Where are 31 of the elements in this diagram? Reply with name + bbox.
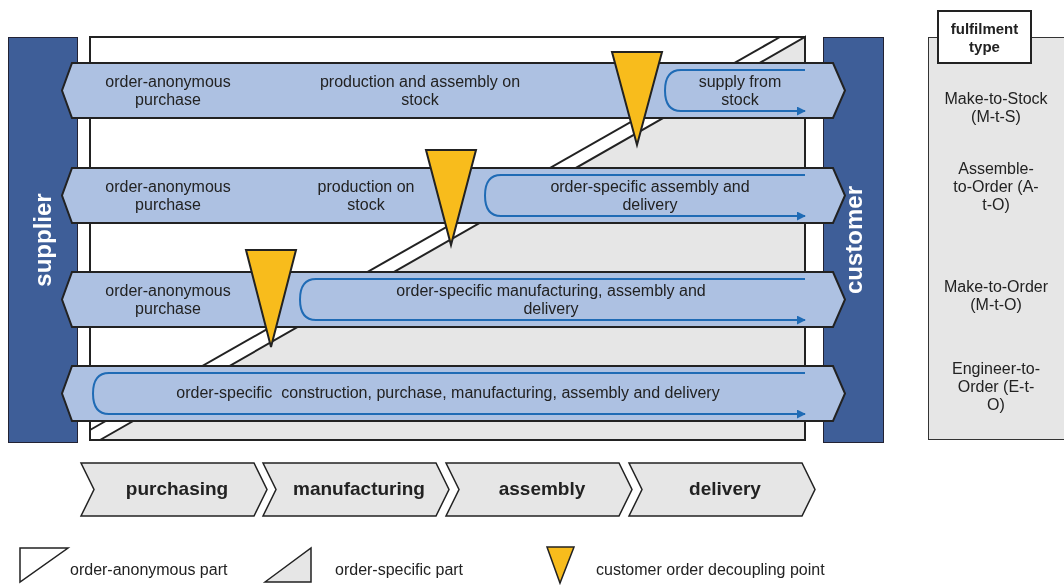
phase-label: assembly: [498, 480, 586, 498]
side-label: supplier: [29, 193, 57, 287]
band-label: production and assembly on stock: [318, 73, 522, 109]
phase-label: manufacturing: [293, 480, 425, 498]
band-label: order-anonymous purchase: [104, 178, 232, 214]
fulfilment-type-label: Engineer-to-Order (E-t-O): [951, 360, 1041, 414]
fulfilment-type-label: Make-to-Order (M-t-O): [943, 278, 1049, 314]
phase-step: [628, 462, 816, 517]
fulfilment-type-label: Make-to-Stock (M-t-S): [943, 90, 1049, 126]
phase-step: [445, 462, 633, 517]
band-label: order-specific construction, purchase, manufacturing, assembly and delivery: [175, 384, 721, 402]
band-label: order-anonymous purchase: [104, 73, 232, 109]
phase-label: purchasing: [125, 480, 229, 498]
side-bar: [8, 37, 78, 443]
legend-label: order-anonymous part: [70, 561, 228, 579]
decoupling-point-marker: [244, 249, 298, 348]
panel-heading: fulfilment type: [937, 10, 1032, 64]
phase-step: [80, 462, 268, 517]
fulfilment-type-label: Assemble-to-Order (A-t-O): [952, 160, 1040, 214]
decoupling-point-marker: [610, 51, 664, 149]
phase-label: delivery: [689, 480, 761, 498]
phase-step: [262, 462, 450, 517]
band-label: supply from stock: [697, 73, 783, 109]
side-label: customer: [839, 186, 868, 294]
band-label: order-anonymous purchase: [104, 282, 232, 318]
decoupling-point-marker: [424, 149, 478, 249]
legend-label: customer order decoupling point: [596, 561, 825, 579]
band-label: order-specific assembly and delivery: [549, 178, 751, 214]
band-label: order-specific manufacturing, assembly and delivery: [395, 282, 707, 318]
band-label: production on stock: [316, 178, 416, 214]
legend-label: order-specific part: [335, 561, 464, 579]
